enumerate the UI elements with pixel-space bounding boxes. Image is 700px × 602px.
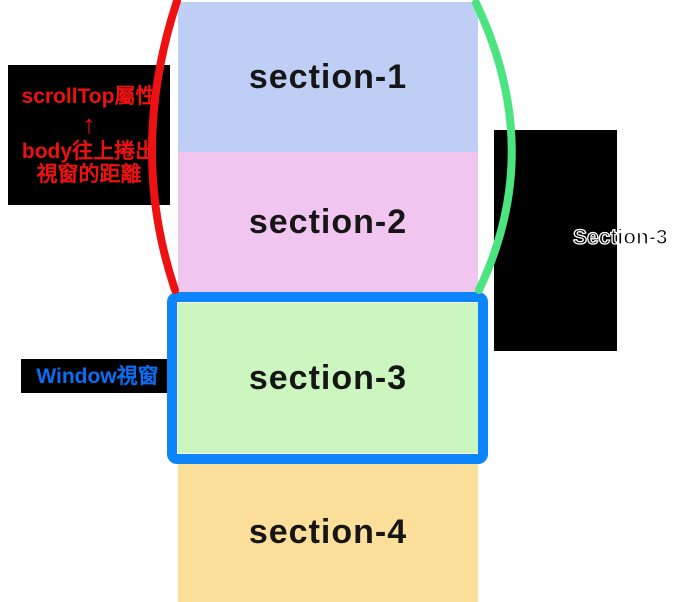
scrolltop-annotation-box: scrollTop屬性 ↑ body往上捲出 視窗的距離 bbox=[8, 65, 170, 205]
scrolltop-desc-line2: 視窗的距離 bbox=[36, 162, 142, 186]
up-arrow-icon: ↑ bbox=[82, 108, 96, 139]
section-1-block: section-1 bbox=[178, 2, 478, 152]
scrolltop-title: scrollTop屬性 bbox=[21, 84, 157, 108]
section-3-label: section-3 bbox=[248, 358, 408, 397]
window-annotation-box: Window視窗 bbox=[21, 359, 174, 393]
offset-annotation-label: Section-3 bbox=[572, 226, 668, 249]
section-2-block: section-2 bbox=[178, 152, 478, 292]
section-2-label: section-2 bbox=[248, 202, 408, 241]
section-1-label: section-1 bbox=[248, 57, 408, 96]
section-4-label: section-4 bbox=[248, 513, 408, 551]
section-4-block: section-4 bbox=[178, 463, 478, 602]
window-annotation-label: Window視窗 bbox=[36, 364, 159, 388]
scrolltop-desc-line1: body往上捲出 bbox=[21, 139, 157, 163]
section-3-block: section-3 bbox=[178, 303, 478, 453]
window-viewport-frame bbox=[167, 292, 488, 464]
